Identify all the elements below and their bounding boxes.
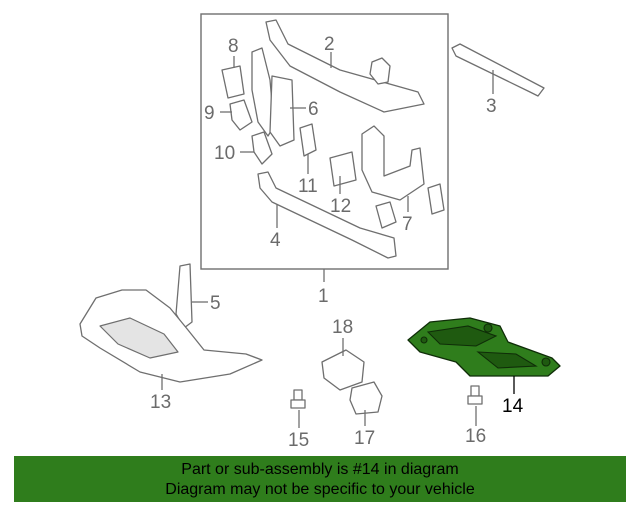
banner-line-2: Diagram may not be specific to your vehi… xyxy=(165,481,475,498)
callout-3: 3 xyxy=(486,96,497,117)
callout-11: 11 xyxy=(298,176,318,197)
callout-6: 6 xyxy=(308,99,319,120)
banner-line-1: Part or sub-assembly is #14 in diagram xyxy=(181,461,459,478)
part-info-banner: Part or sub-assembly is #14 in diagram D… xyxy=(14,456,626,502)
part-9-bracket[interactable] xyxy=(229,99,253,131)
part-10-bracket[interactable] xyxy=(251,131,273,165)
callout-13: 13 xyxy=(150,392,171,413)
callout-15: 15 xyxy=(288,430,309,451)
part-5-bracket[interactable] xyxy=(175,263,193,329)
callout-14: 14 xyxy=(502,396,524,417)
part-16-bolt[interactable] xyxy=(467,385,483,405)
part-17-mount[interactable] xyxy=(349,381,383,415)
callout-18: 18 xyxy=(332,317,353,338)
part-7-side-bracket[interactable] xyxy=(361,125,445,229)
callout-8: 8 xyxy=(228,36,239,57)
callout-4: 4 xyxy=(270,230,281,251)
callout-2: 2 xyxy=(324,34,335,55)
part-11-bracket[interactable] xyxy=(299,123,317,157)
callout-12: 12 xyxy=(330,196,351,217)
callout-5: 5 xyxy=(210,293,221,314)
callout-7: 7 xyxy=(402,214,413,235)
part-3-bracket[interactable] xyxy=(451,43,545,97)
part-18-clip[interactable] xyxy=(321,349,365,391)
callout-1: 1 xyxy=(318,286,329,307)
part-6-side-support[interactable] xyxy=(251,47,295,147)
part-12-bracket[interactable] xyxy=(329,151,357,187)
callout-10: 10 xyxy=(214,143,235,164)
parts-diagram: 1 2 3 4 5 6 7 8 9 10 11 12 13 14 15 16 1… xyxy=(79,13,561,451)
part-8-bracket[interactable] xyxy=(221,65,245,99)
callout-9: 9 xyxy=(204,103,215,124)
part-15-bolt[interactable] xyxy=(290,389,306,409)
part-13-engine-undercover[interactable] xyxy=(79,289,263,383)
part-4-lower-crossmember[interactable] xyxy=(257,171,397,259)
part-14-undercover-highlighted[interactable] xyxy=(407,317,561,377)
callout-17: 17 xyxy=(354,428,375,449)
callout-16: 16 xyxy=(465,426,486,447)
part-2-upper-support[interactable] xyxy=(265,19,425,113)
